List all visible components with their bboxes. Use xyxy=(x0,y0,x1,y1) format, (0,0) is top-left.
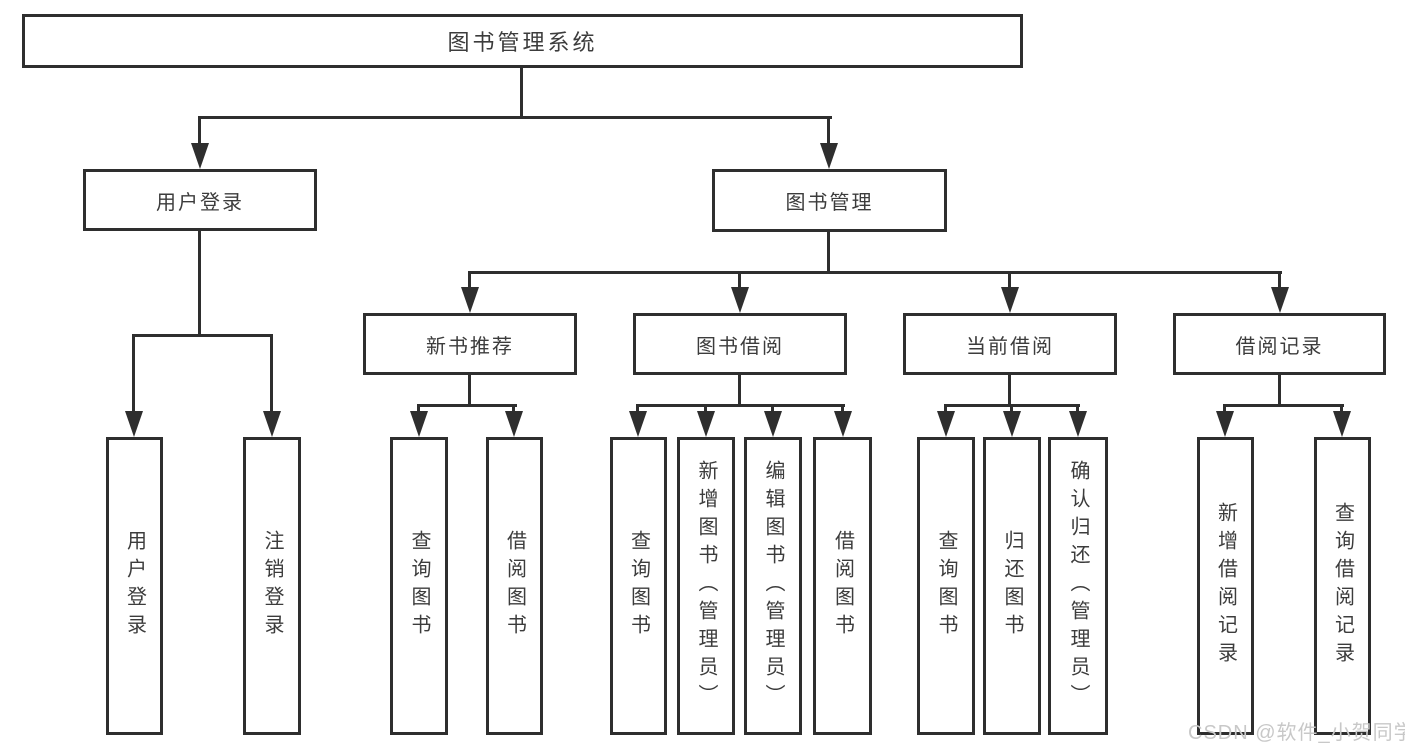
connector-line xyxy=(1278,271,1281,289)
connector-line xyxy=(520,68,523,117)
connector-line xyxy=(636,404,639,414)
connector-line xyxy=(841,404,844,414)
leaf-borrow-query-book: 查询图书 xyxy=(610,437,667,735)
connector-line xyxy=(198,231,201,335)
leaf-current-query-book: 查询图书 xyxy=(917,437,975,735)
connector-line xyxy=(827,116,830,146)
arrowhead-icon xyxy=(1271,287,1289,313)
node-current-borrow-label: 当前借阅 xyxy=(966,335,1054,358)
arrowhead-icon xyxy=(1069,411,1087,437)
connector-line xyxy=(771,404,774,414)
connector-line xyxy=(636,404,845,407)
leaf-borrow-borrow-book-label: 借阅图书 xyxy=(831,530,854,642)
node-book-borrow-label: 图书借阅 xyxy=(696,335,784,358)
arrowhead-icon xyxy=(505,411,523,437)
connector-line xyxy=(468,271,1282,274)
connector-line xyxy=(1010,404,1013,414)
connector-line xyxy=(132,334,135,414)
arrowhead-icon xyxy=(461,287,479,313)
node-borrow-record: 借阅记录 xyxy=(1173,313,1386,375)
leaf-recommend-query-book-label: 查询图书 xyxy=(408,530,430,642)
node-book-management: 图书管理 xyxy=(712,169,947,232)
leaf-current-confirm-return-admin-label: 确认归还（管理员） xyxy=(1067,460,1089,712)
connector-line xyxy=(198,116,832,119)
leaf-borrow-add-book-admin-label: 新增图书（管理员） xyxy=(695,460,717,712)
connector-line xyxy=(132,334,273,337)
arrowhead-icon xyxy=(1333,411,1351,437)
leaf-borrow-edit-book-admin-label: 编辑图书（管理员） xyxy=(762,460,784,712)
node-book-borrow: 图书借阅 xyxy=(633,313,847,375)
leaf-recommend-borrow-book-label: 借阅图书 xyxy=(503,530,526,642)
leaf-record-add-borrow-record: 新增借阅记录 xyxy=(1197,437,1254,735)
node-user-login-label: 用户登录 xyxy=(156,191,244,214)
leaf-user-login: 用户登录 xyxy=(106,437,163,735)
arrowhead-icon xyxy=(731,287,749,313)
leaf-borrow-edit-book-admin: 编辑图书（管理员） xyxy=(744,437,802,735)
leaf-record-add-borrow-record-label: 新增借阅记录 xyxy=(1214,502,1237,670)
arrowhead-icon xyxy=(125,411,143,437)
leaf-borrow-borrow-book: 借阅图书 xyxy=(813,437,872,735)
connector-line xyxy=(1340,404,1343,414)
arrowhead-icon xyxy=(697,411,715,437)
arrowhead-icon xyxy=(1003,411,1021,437)
arrowhead-icon xyxy=(937,411,955,437)
leaf-current-return-book-label: 归还图书 xyxy=(1001,530,1023,642)
connector-line xyxy=(1076,404,1079,414)
leaf-borrow-query-book-label: 查询图书 xyxy=(627,530,650,642)
node-user-login: 用户登录 xyxy=(83,169,317,231)
connector-line xyxy=(1223,404,1344,407)
arrowhead-icon xyxy=(263,411,281,437)
connector-line xyxy=(417,404,517,407)
leaf-current-query-book-label: 查询图书 xyxy=(935,530,957,642)
node-root-label: 图书管理系统 xyxy=(447,30,598,55)
connector-line xyxy=(1008,375,1011,407)
connector-line xyxy=(738,271,741,289)
leaf-logout-label: 注销登录 xyxy=(261,530,283,642)
leaf-record-query-borrow-record: 查询借阅记录 xyxy=(1314,437,1371,735)
connector-line xyxy=(944,404,947,414)
node-current-borrow: 当前借阅 xyxy=(903,313,1117,375)
arrowhead-icon xyxy=(410,411,428,437)
leaf-borrow-add-book-admin: 新增图书（管理员） xyxy=(677,437,735,735)
arrowhead-icon xyxy=(1216,411,1234,437)
leaf-recommend-borrow-book: 借阅图书 xyxy=(486,437,543,735)
leaf-recommend-query-book: 查询图书 xyxy=(390,437,448,735)
arrowhead-icon xyxy=(834,411,852,437)
connector-line xyxy=(512,404,515,414)
connector-line xyxy=(827,232,830,274)
leaf-user-login-label: 用户登录 xyxy=(123,530,146,642)
arrowhead-icon xyxy=(191,143,209,169)
connector-line xyxy=(417,404,420,414)
arrowhead-icon xyxy=(1001,287,1019,313)
connector-line xyxy=(1008,271,1011,289)
connector-line xyxy=(468,375,471,407)
node-book-management-label: 图书管理 xyxy=(785,192,874,214)
arrowhead-icon xyxy=(629,411,647,437)
leaf-current-confirm-return-admin: 确认归还（管理员） xyxy=(1048,437,1108,735)
leaf-logout: 注销登录 xyxy=(243,437,301,735)
leaf-record-query-borrow-record-label: 查询借阅记录 xyxy=(1331,502,1354,670)
node-root: 图书管理系统 xyxy=(22,14,1023,68)
connector-line xyxy=(1278,375,1281,407)
connector-line xyxy=(270,334,273,414)
node-new-book-recommend-label: 新书推荐 xyxy=(426,335,514,358)
connector-line xyxy=(198,116,201,146)
arrowhead-icon xyxy=(820,143,838,169)
node-new-book-recommend: 新书推荐 xyxy=(363,313,577,375)
connector-line xyxy=(704,404,707,414)
connector-line xyxy=(738,375,741,407)
connector-line xyxy=(1223,404,1226,414)
node-borrow-record-label: 借阅记录 xyxy=(1235,335,1324,358)
connector-line xyxy=(468,271,471,289)
leaf-current-return-book: 归还图书 xyxy=(983,437,1041,735)
arrowhead-icon xyxy=(764,411,782,437)
csdn-watermark: CSDN @软件_小贺同学 xyxy=(1188,722,1405,744)
